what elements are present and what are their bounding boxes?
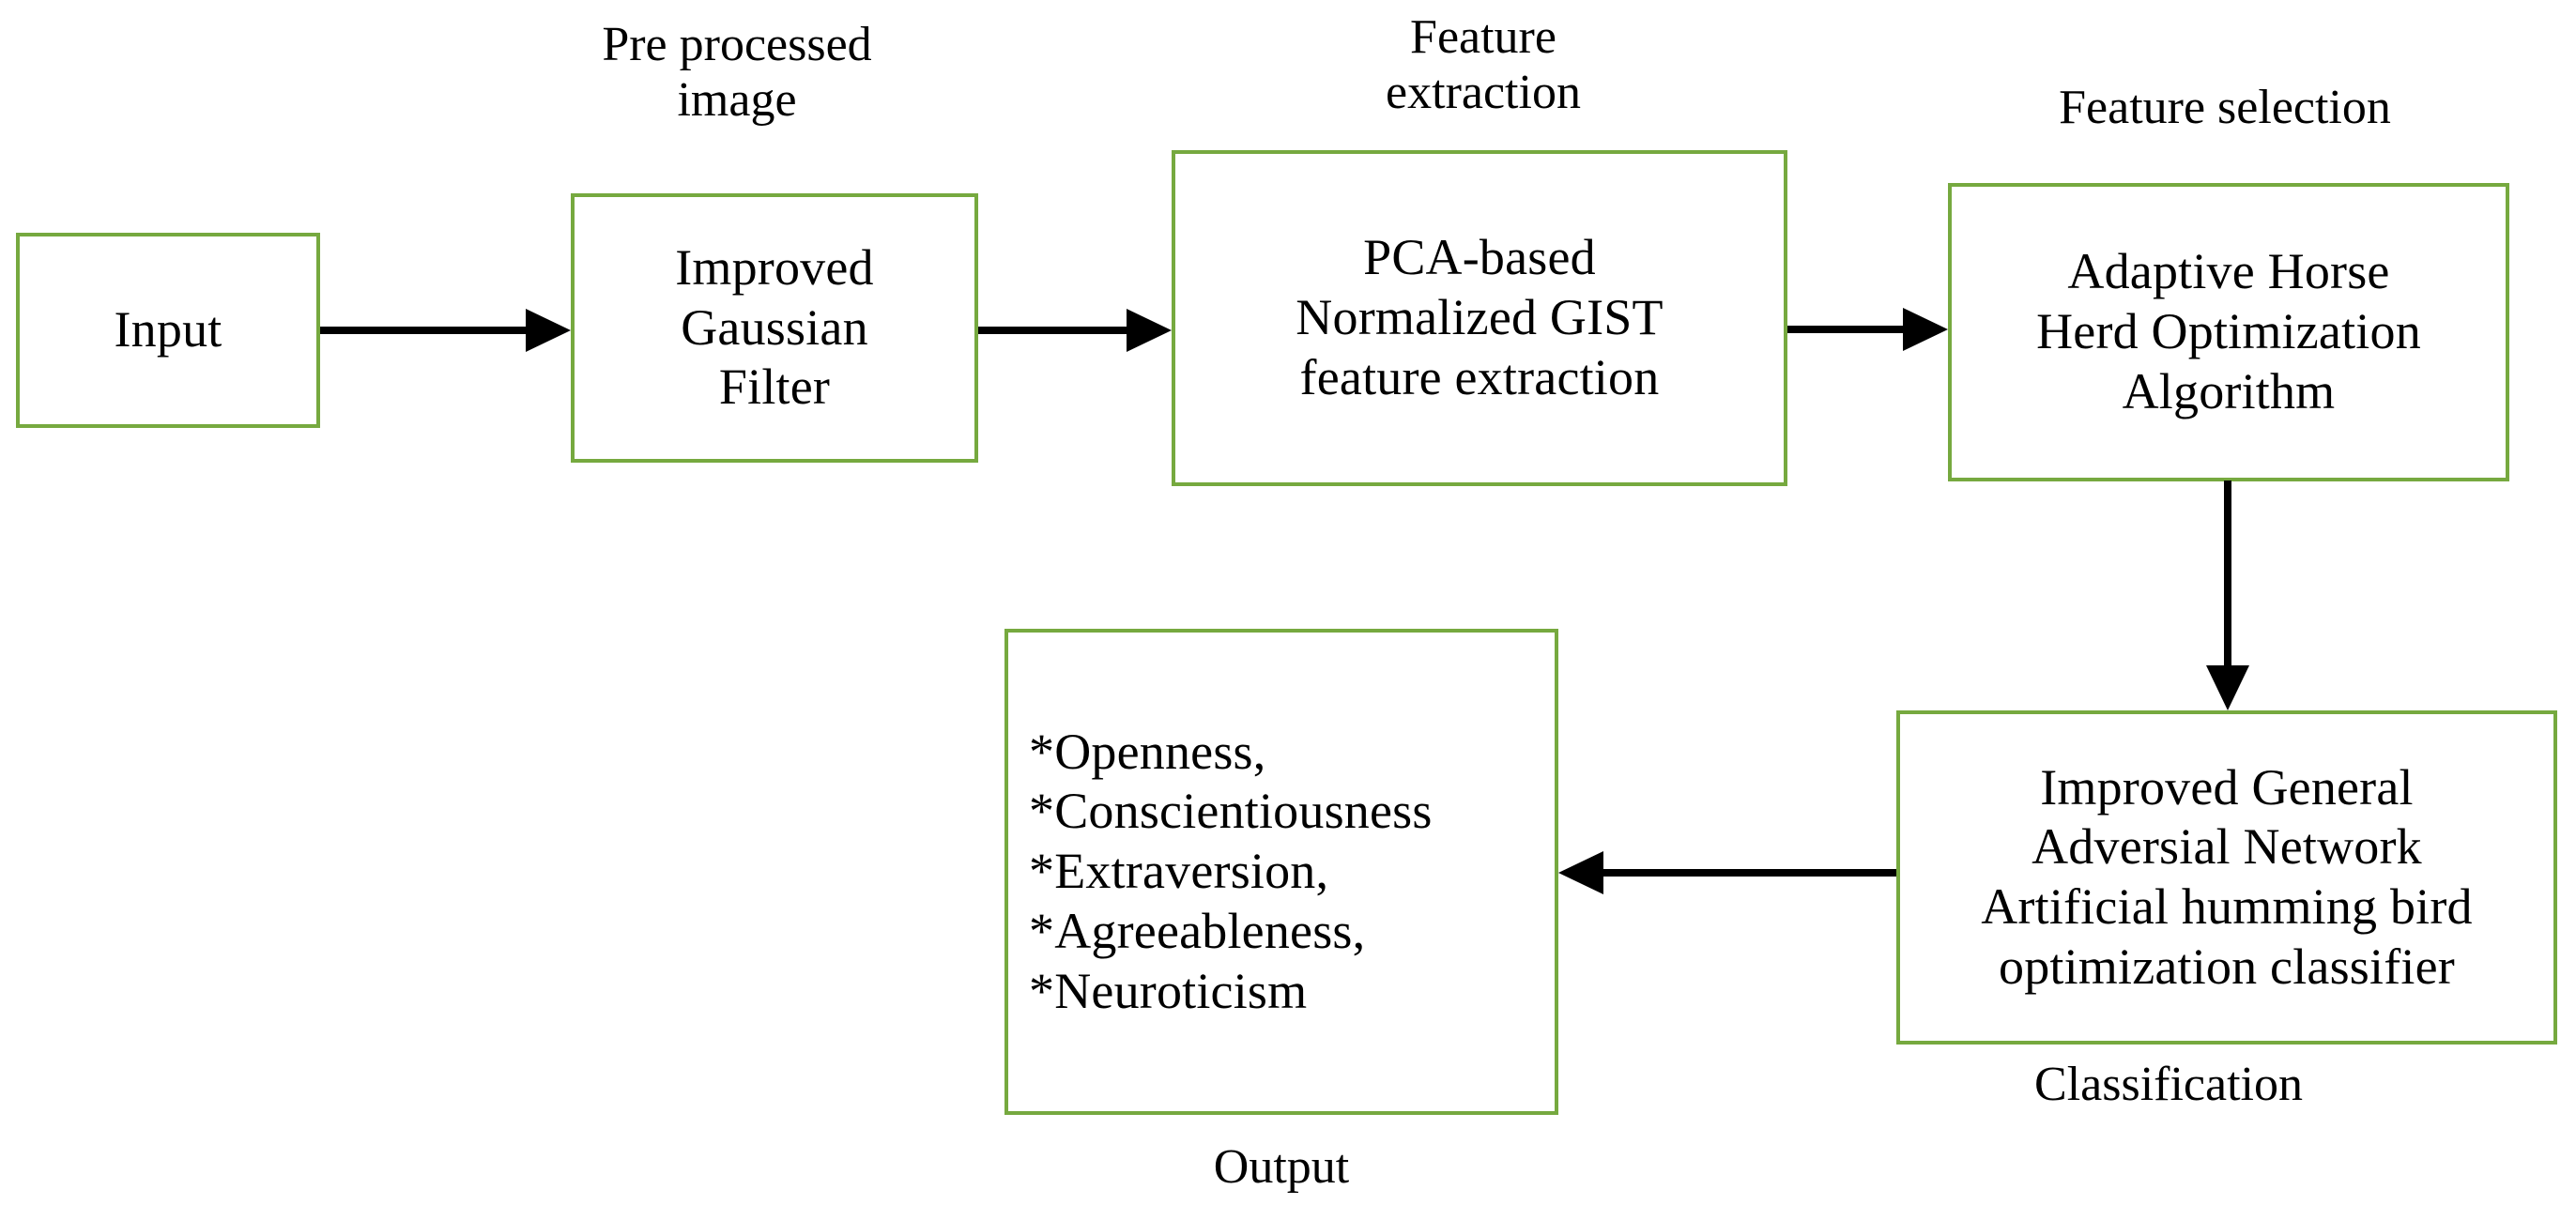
arrow-shaft (1603, 869, 1896, 877)
arrow-shaft (2224, 480, 2231, 665)
box-feature-extraction[interactable]: PCA-based Normalized GIST feature extrac… (1172, 150, 1787, 486)
arrow-shaft (978, 327, 1127, 334)
box-classification[interactable]: Improved General Adversial Network Artif… (1896, 710, 2557, 1045)
arrow-shaft (320, 327, 526, 334)
box-classification-label: Improved General Adversial Network Artif… (1981, 758, 2473, 995)
arrow-head-down-icon (2206, 665, 2249, 710)
caption-feature-extraction: Feature extraction (1386, 10, 1581, 120)
arrow-head-right-icon (1903, 308, 1948, 351)
box-preprocess[interactable]: Improved Gaussian Filter (571, 193, 978, 463)
caption-pre-processed-image: Pre processed image (602, 18, 872, 128)
box-input[interactable]: Input (16, 233, 320, 428)
arrow-head-right-icon (1127, 309, 1172, 352)
box-input-label: Input (114, 301, 222, 358)
arrow-head-left-icon (1558, 851, 1603, 894)
box-output[interactable]: *Openness, *Conscientiousness *Extravers… (1004, 629, 1558, 1115)
box-feature-selection[interactable]: Adaptive Horse Herd Optimization Algorit… (1948, 183, 2509, 481)
box-feature-selection-label: Adaptive Horse Herd Optimization Algorit… (2036, 243, 2421, 419)
box-output-label: *Openness, *Conscientiousness *Extravers… (1029, 723, 1433, 1019)
caption-classification: Classification (2034, 1058, 2303, 1111)
box-feature-extraction-label: PCA-based Normalized GIST feature extrac… (1296, 229, 1664, 405)
arrow-head-right-icon (526, 309, 571, 352)
arrow-shaft (1787, 326, 1903, 333)
caption-feature-selection: Feature selection (2059, 81, 2391, 134)
box-preprocess-label: Improved Gaussian Filter (675, 238, 874, 416)
caption-output: Output (1213, 1140, 1350, 1194)
